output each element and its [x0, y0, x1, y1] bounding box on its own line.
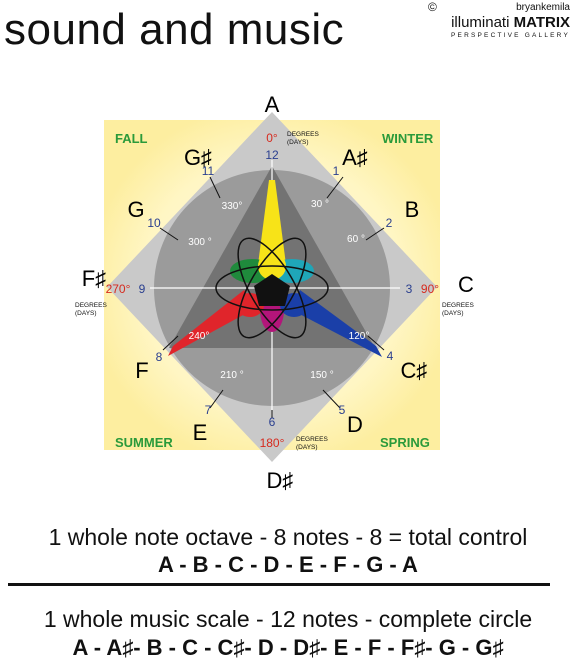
brand-bold-text: MATRIX [513, 14, 570, 31]
degrees-caption: (DAYS) [442, 310, 464, 317]
degree-label: 210 ° [220, 370, 243, 381]
note-label: D [347, 412, 363, 437]
note-label: G [127, 197, 144, 222]
degree-label: 150 ° [310, 370, 333, 381]
brand-logo: © bryankemila illuminati MATRIX PERSPECT… [420, 0, 570, 39]
note-number: 10 [147, 216, 161, 230]
divider-rule [8, 583, 550, 586]
octave-notes: A - B - C - D - E - F - G - A [158, 552, 418, 577]
degrees-caption: DEGREES [287, 131, 319, 138]
degree-label: 270° [106, 282, 131, 296]
degrees-caption: (DAYS) [75, 310, 97, 317]
note-label: C♯ [401, 358, 428, 383]
blue-beam [288, 290, 382, 357]
degree-label: 240° [189, 331, 210, 342]
scale-caption: 1 whole music scale - 12 notes - complet… [43, 606, 533, 632]
brand-light-text: illuminati [451, 14, 510, 31]
orbit-ellipse [237, 237, 307, 339]
note-number: 4 [387, 349, 394, 363]
degree-label: 60 ° [347, 234, 365, 245]
degree-label: 300 ° [188, 237, 211, 248]
brand-name: illuminati MATRIX [420, 14, 570, 31]
gallery-label: PERSPECTIVE GALLERY [451, 32, 570, 39]
degrees-caption: DEGREES [75, 302, 107, 309]
note-label: D♯ [267, 468, 294, 493]
season-summer: SUMMER [115, 435, 173, 450]
orbit-ellipse [215, 265, 329, 311]
leader-lines [159, 176, 385, 418]
note-label: A [265, 92, 280, 117]
note-label: G♯ [184, 145, 212, 170]
note-number: 1 [333, 164, 340, 178]
degree-label: 90° [421, 282, 439, 296]
octave-caption: 1 whole note octave - 8 notes - 8 = tota… [48, 524, 528, 550]
note-number: 5 [339, 403, 346, 417]
degrees-caption: (DAYS) [296, 444, 318, 451]
music-circle-diagram: FALL WINTER SUMMER SPRING A A♯ B C C♯ D … [75, 92, 474, 493]
note-number: 7 [205, 403, 212, 417]
scale-notes: A - A♯- B - C - C♯- D - D♯- E - F - F♯- … [72, 635, 504, 660]
note-label: C [458, 272, 474, 297]
degree-label: 120° [349, 331, 370, 342]
degrees-caption: DEGREES [442, 302, 474, 309]
degree-label: 30 ° [311, 199, 329, 210]
degree-label: 330° [222, 201, 243, 212]
author-name: bryankemila [516, 2, 570, 13]
season-winter: WINTER [382, 131, 434, 146]
page-title: sound and music [4, 5, 345, 54]
center-hexagon [254, 274, 290, 306]
note-number: 2 [386, 216, 393, 230]
note-label: A♯ [342, 145, 368, 170]
degree-label: 0° [266, 131, 278, 145]
season-spring: SPRING [380, 435, 430, 450]
degree-label: 180° [260, 436, 285, 450]
orbit-ellipse [237, 237, 307, 339]
note-number: 8 [156, 350, 163, 364]
red-beam [168, 290, 256, 356]
degrees-caption: DEGREES [296, 436, 328, 443]
note-label: E [193, 420, 208, 445]
note-number: 9 [139, 282, 146, 296]
copyright-symbol: © [428, 0, 437, 14]
note-number: 6 [269, 415, 276, 429]
note-number: 12 [265, 148, 279, 162]
degrees-caption: (DAYS) [287, 139, 309, 146]
season-fall: FALL [115, 131, 148, 146]
note-label: B [405, 197, 420, 222]
note-number: 11 [202, 164, 215, 178]
note-label: F [135, 358, 148, 383]
note-number: 3 [406, 282, 413, 296]
note-label: F♯ [82, 266, 106, 291]
